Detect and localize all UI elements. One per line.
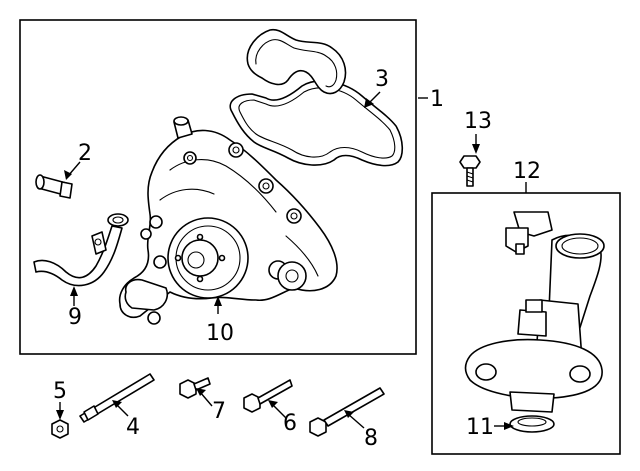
callout-3: 3 [375,67,389,92]
callout-13: 13 [464,109,492,134]
callout-5: 5 [53,379,67,404]
bolt-6 [243,379,293,413]
thermostat-housing [464,233,605,433]
callout-2: 2 [78,141,92,166]
gasket [229,80,404,167]
callout-4: 4 [126,415,140,440]
bolt-8 [309,387,385,437]
pump-pulley-hub [167,217,249,299]
leader-8 [347,413,365,429]
temperature-sensor-connector [505,211,553,255]
callout-1: 1 [430,87,444,112]
nut [51,419,69,439]
stud [79,373,155,423]
callout-7: 7 [212,399,226,424]
gasket-upper-loop [246,28,347,95]
bolt-7 [179,377,211,399]
bolt-13 [459,155,481,187]
callout-9: 9 [68,305,82,330]
callout-12: 12 [513,159,541,184]
callout-8: 8 [364,426,378,451]
plug-sensor [35,174,73,199]
callout-6: 6 [283,411,297,436]
leader-6 [271,403,287,419]
callout-10: 10 [206,321,234,346]
water-pump-assembly-frame [19,19,417,355]
leader-7 [199,391,213,407]
bypass-tube [33,213,129,287]
callout-11: 11 [466,415,494,440]
